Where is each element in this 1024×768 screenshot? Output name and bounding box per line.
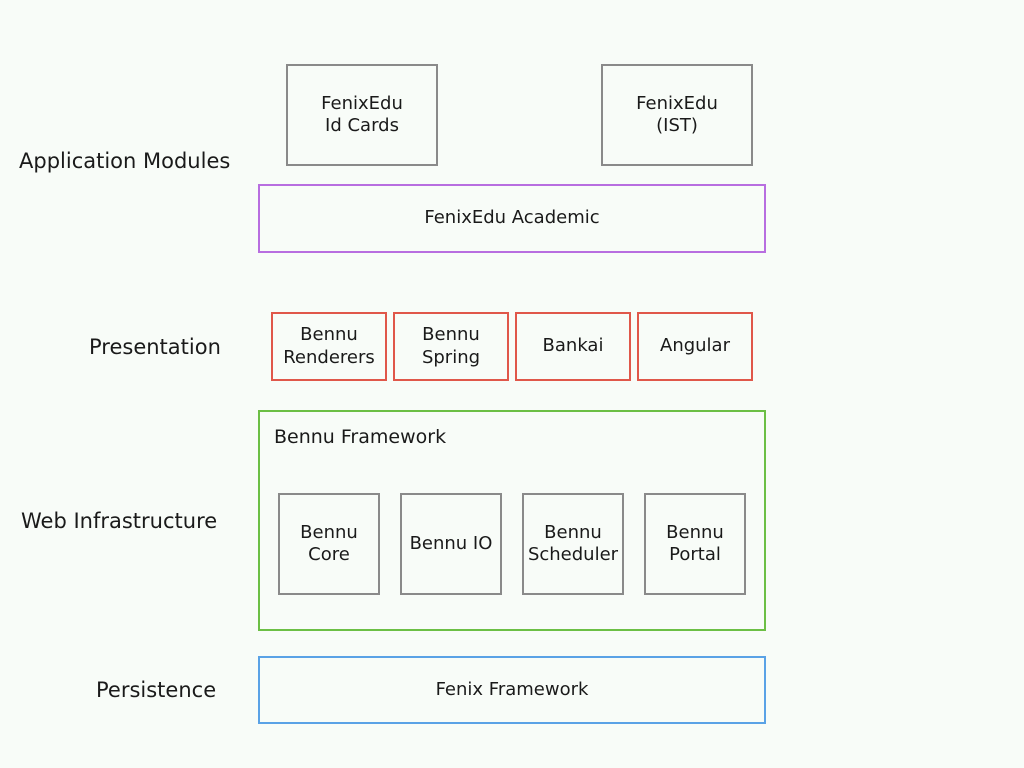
infra-box-scheduler: Bennu Scheduler bbox=[522, 493, 624, 595]
presentation-box-renderers: Bennu Renderers bbox=[271, 312, 387, 381]
module-box-ist: FenixEdu (IST) bbox=[601, 64, 753, 166]
presentation-box-bankai: Bankai bbox=[515, 312, 631, 381]
layer-label-persistence: Persistence bbox=[96, 678, 217, 702]
bennu-framework-container bbox=[258, 410, 766, 631]
module-box-id-cards: FenixEdu Id Cards bbox=[286, 64, 438, 166]
infra-box-io: Bennu IO bbox=[400, 493, 502, 595]
infra-box-portal: Bennu Portal bbox=[644, 493, 746, 595]
module-box-academic: FenixEdu Academic bbox=[258, 184, 766, 253]
layer-label-application-modules: Application Modules bbox=[19, 149, 231, 173]
layer-label-web-infrastructure: Web Infrastructure bbox=[21, 509, 218, 533]
layer-label-presentation: Presentation bbox=[89, 335, 221, 359]
presentation-box-angular: Angular bbox=[637, 312, 753, 381]
persistence-box-fenix-framework: Fenix Framework bbox=[258, 656, 766, 724]
infra-box-core: Bennu Core bbox=[278, 493, 380, 595]
bennu-framework-title: Bennu Framework bbox=[274, 426, 447, 448]
presentation-box-spring: Bennu Spring bbox=[393, 312, 509, 381]
